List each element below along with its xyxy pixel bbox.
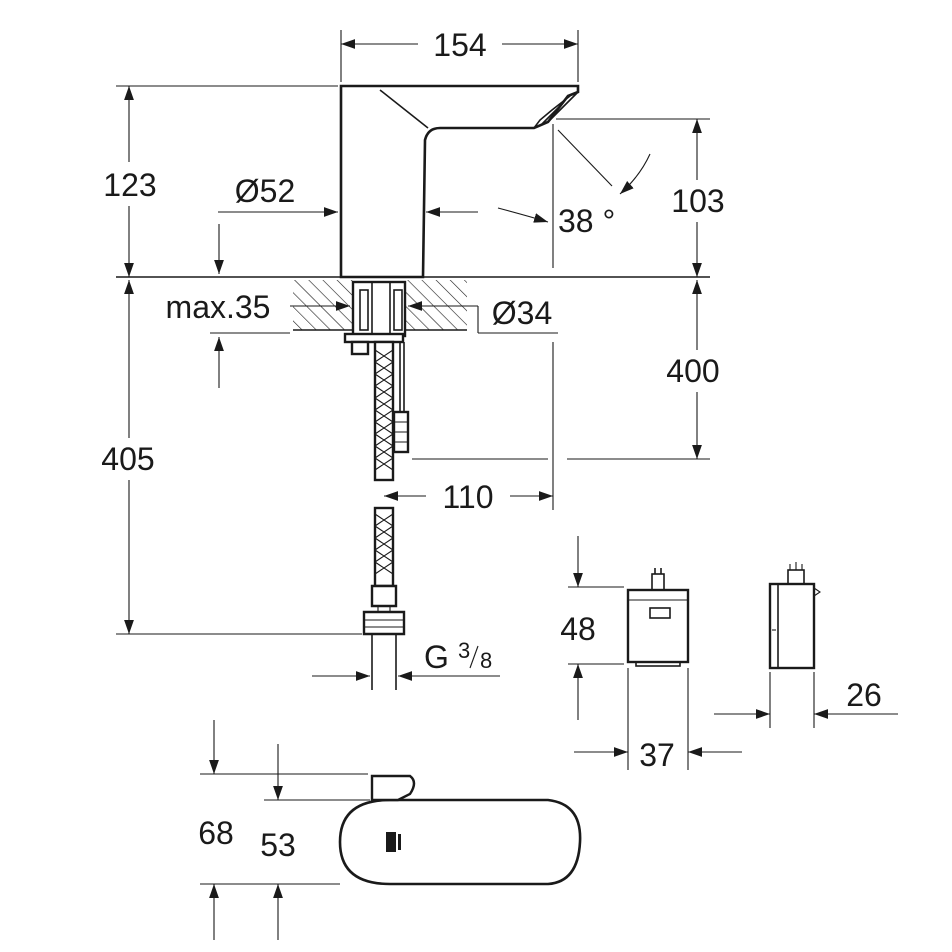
dim-thread-g: G xyxy=(424,639,449,675)
control-box-logo xyxy=(649,607,671,619)
mounting-shank xyxy=(351,280,407,338)
hose-fitting xyxy=(370,584,398,608)
spout-nozzle xyxy=(533,91,579,129)
control-box-views: 48 37 26 xyxy=(560,536,898,773)
shank-nut xyxy=(343,332,405,344)
dim-154: 154 xyxy=(433,27,486,63)
sensor-window xyxy=(386,832,396,852)
faucet-top-lever xyxy=(370,774,416,802)
hose-nut xyxy=(362,610,406,636)
dim-diameter-52: Ø52 xyxy=(235,173,295,209)
dim-26: 26 xyxy=(846,677,882,713)
dim-110: 110 xyxy=(442,479,493,515)
counter-hatch-left xyxy=(293,280,353,330)
dim-thread-num: 3 xyxy=(458,638,470,663)
dim-400: 400 xyxy=(666,353,719,389)
dim-37: 37 xyxy=(639,737,675,773)
faucet-top-view: 68 53 xyxy=(198,720,582,940)
dim-max-35: max.35 xyxy=(166,289,271,325)
faucet-inner-edge xyxy=(422,139,426,278)
faucet-body xyxy=(339,84,580,279)
dim-103: 103 xyxy=(671,183,724,219)
sensor-cable xyxy=(399,342,405,412)
counter-hatch-right xyxy=(405,280,467,330)
control-box-front xyxy=(626,588,690,664)
dim-68: 68 xyxy=(198,815,234,851)
dim-48: 48 xyxy=(560,611,596,647)
control-box-side xyxy=(768,582,816,670)
faucet-top-body xyxy=(338,798,582,886)
dim-diameter-34: Ø34 xyxy=(492,295,552,331)
dim-53: 53 xyxy=(260,827,296,863)
dim-405: 405 xyxy=(101,441,154,477)
dim-angle-38: 38 ° xyxy=(558,203,615,239)
faucet-side-view: 154 123 Ø52 38 ° 103 max.35 Ø34 xyxy=(101,27,725,690)
dim-thread-den: 8 xyxy=(480,648,492,673)
dim-123: 123 xyxy=(103,167,156,203)
faucet-edge-line xyxy=(379,89,429,129)
